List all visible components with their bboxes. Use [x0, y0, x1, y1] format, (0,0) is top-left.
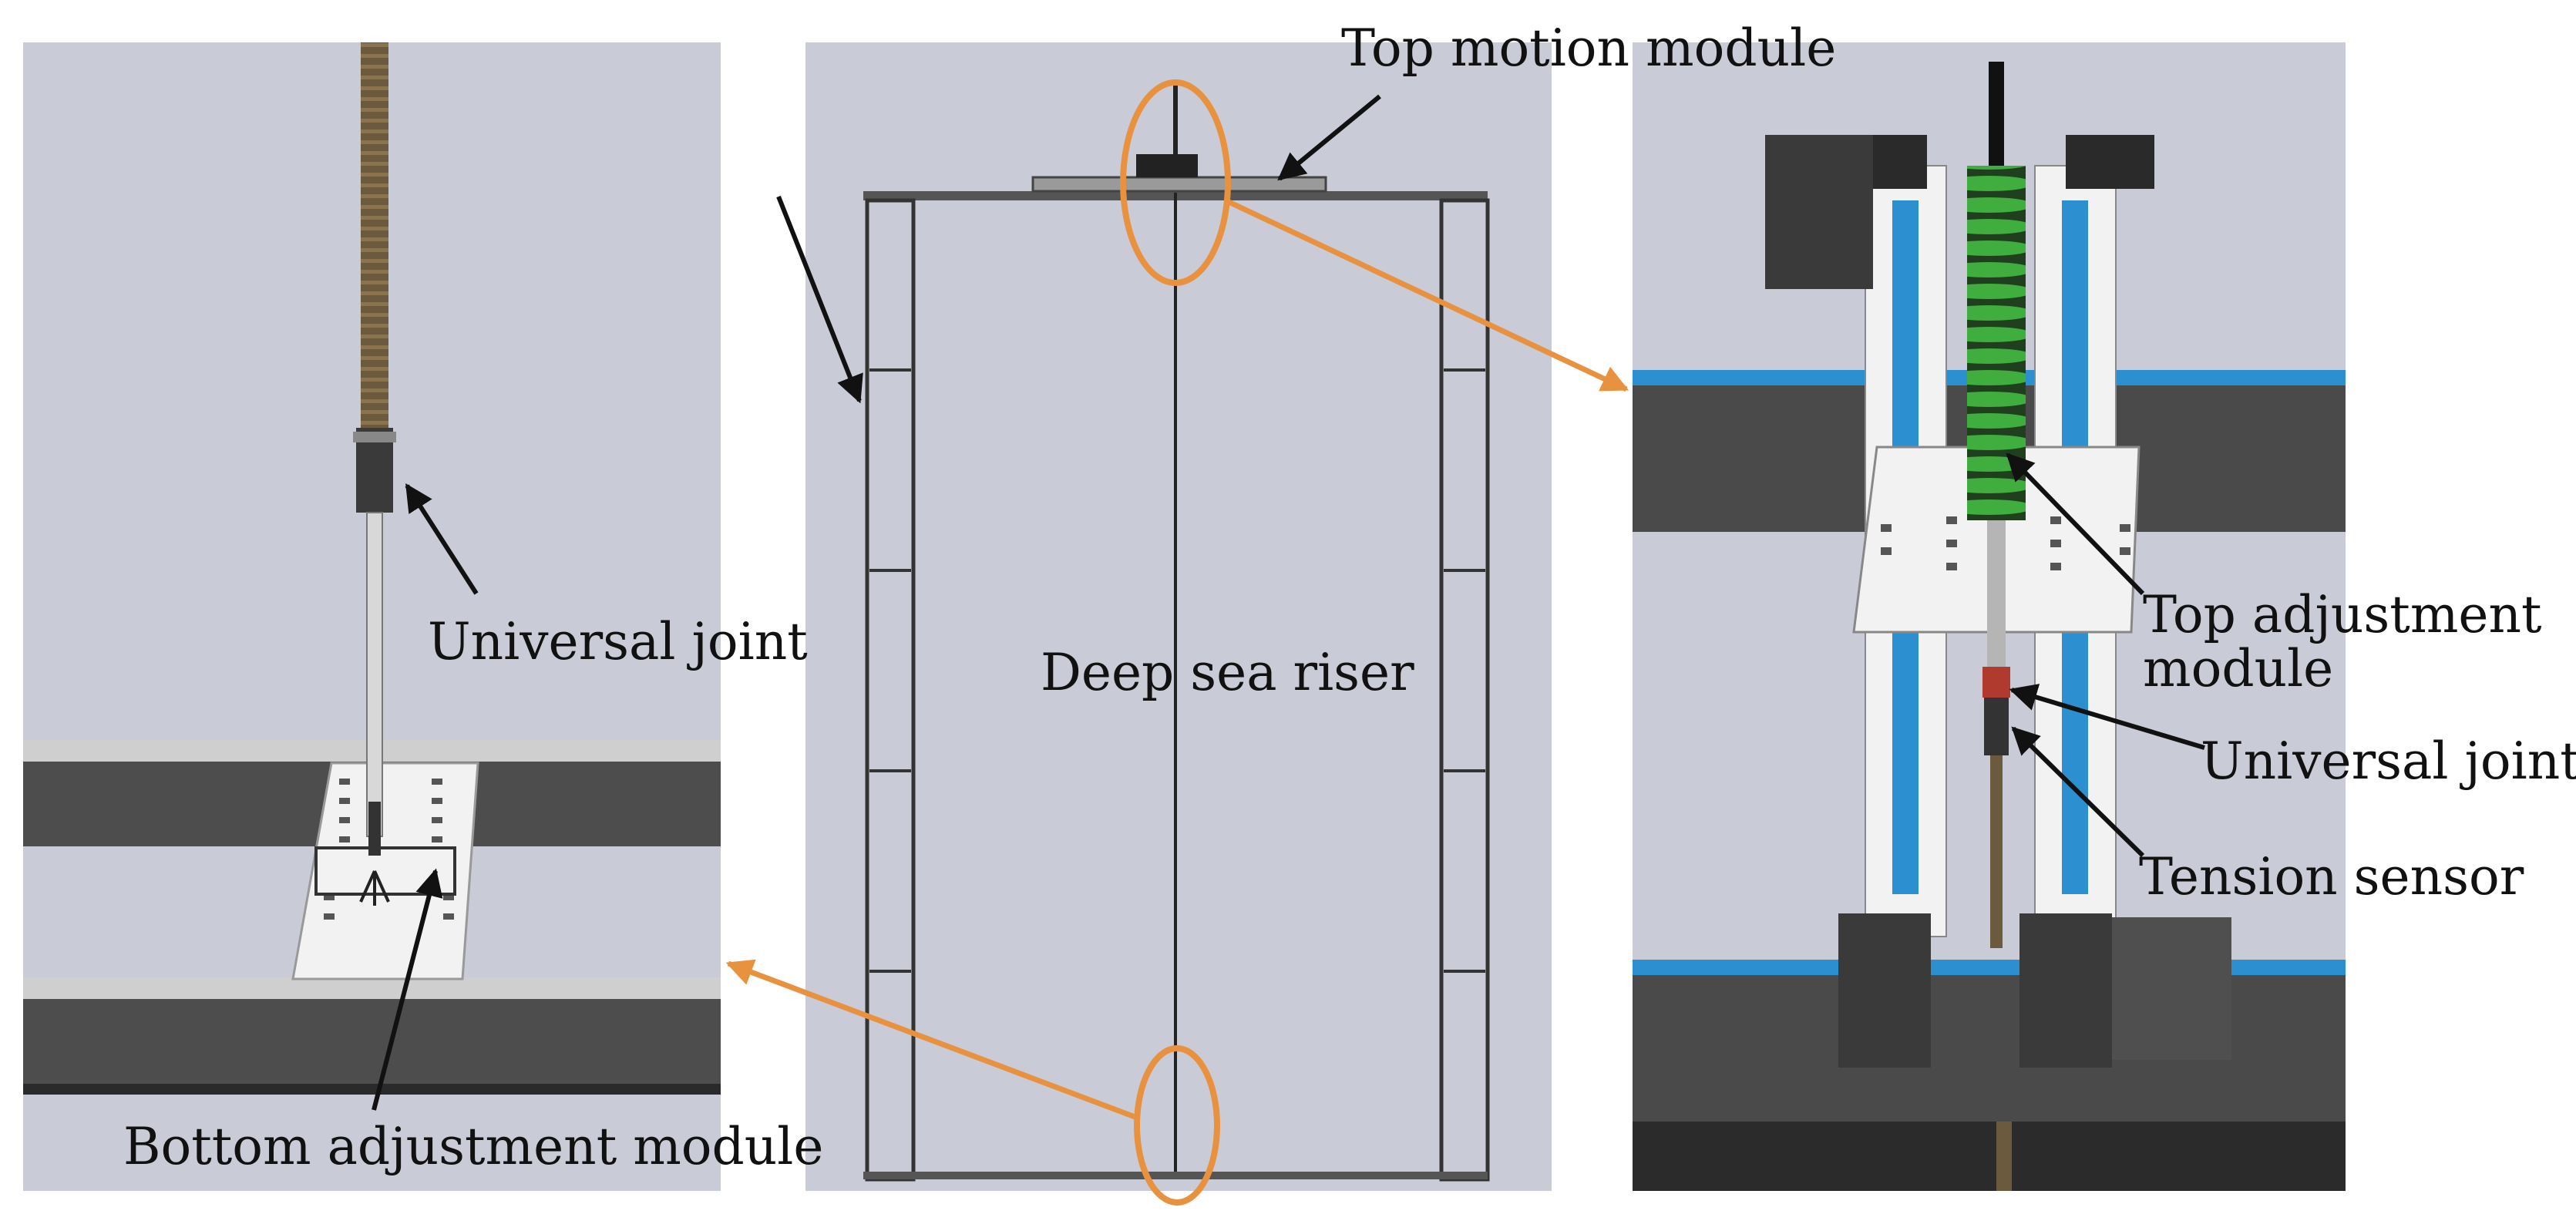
- universal-joint-right: [1984, 698, 2009, 755]
- label-bottom-adjustment-module: Bottom adjustment module: [123, 1117, 823, 1176]
- tension-sensor: [1982, 667, 2010, 698]
- arrow-top-adjustment: [2006, 452, 2145, 596]
- left-panel-bottom-view: [23, 42, 721, 1191]
- top-highlight-ellipse: [1120, 79, 1231, 286]
- label-universal-joint-right: Universal joint: [2201, 732, 2576, 791]
- label-top-motion-module: Top motion module: [1341, 18, 1836, 78]
- connector-top-arrow: [1224, 197, 1629, 392]
- motor-top-left: [1765, 135, 1873, 289]
- motor-top-right: [2066, 135, 2154, 189]
- label-top-adjustment-line1: Top adjustment: [2143, 585, 2542, 644]
- connector-bottom-arrow: [725, 959, 1138, 1121]
- label-deep-sea-riser: Deep sea riser: [1041, 643, 1414, 702]
- bottom-highlight-ellipse: [1134, 1045, 1220, 1206]
- middle-panel-overview: [776, 42, 1552, 1206]
- right-panel-top-view: [1633, 42, 2346, 1191]
- label-universal-joint-left: Universal joint: [428, 612, 808, 671]
- arrow-bottom-adjustment: [372, 868, 443, 1111]
- top-motion-block: [1136, 154, 1198, 177]
- threaded-riser-segment: [361, 42, 388, 428]
- label-tension-sensor: Tension sensor: [2139, 847, 2524, 906]
- frame-pointer-arrow: [776, 195, 863, 404]
- arrow-universal-joint-left: [405, 483, 479, 595]
- lower-rail: [23, 977, 721, 999]
- arrow-universal-joint-right: [2009, 684, 2205, 750]
- arrow-tension-sensor: [2011, 726, 2145, 858]
- arrow-top-motion: [1277, 94, 1381, 181]
- label-top-adjustment-line2: module: [2143, 639, 2333, 698]
